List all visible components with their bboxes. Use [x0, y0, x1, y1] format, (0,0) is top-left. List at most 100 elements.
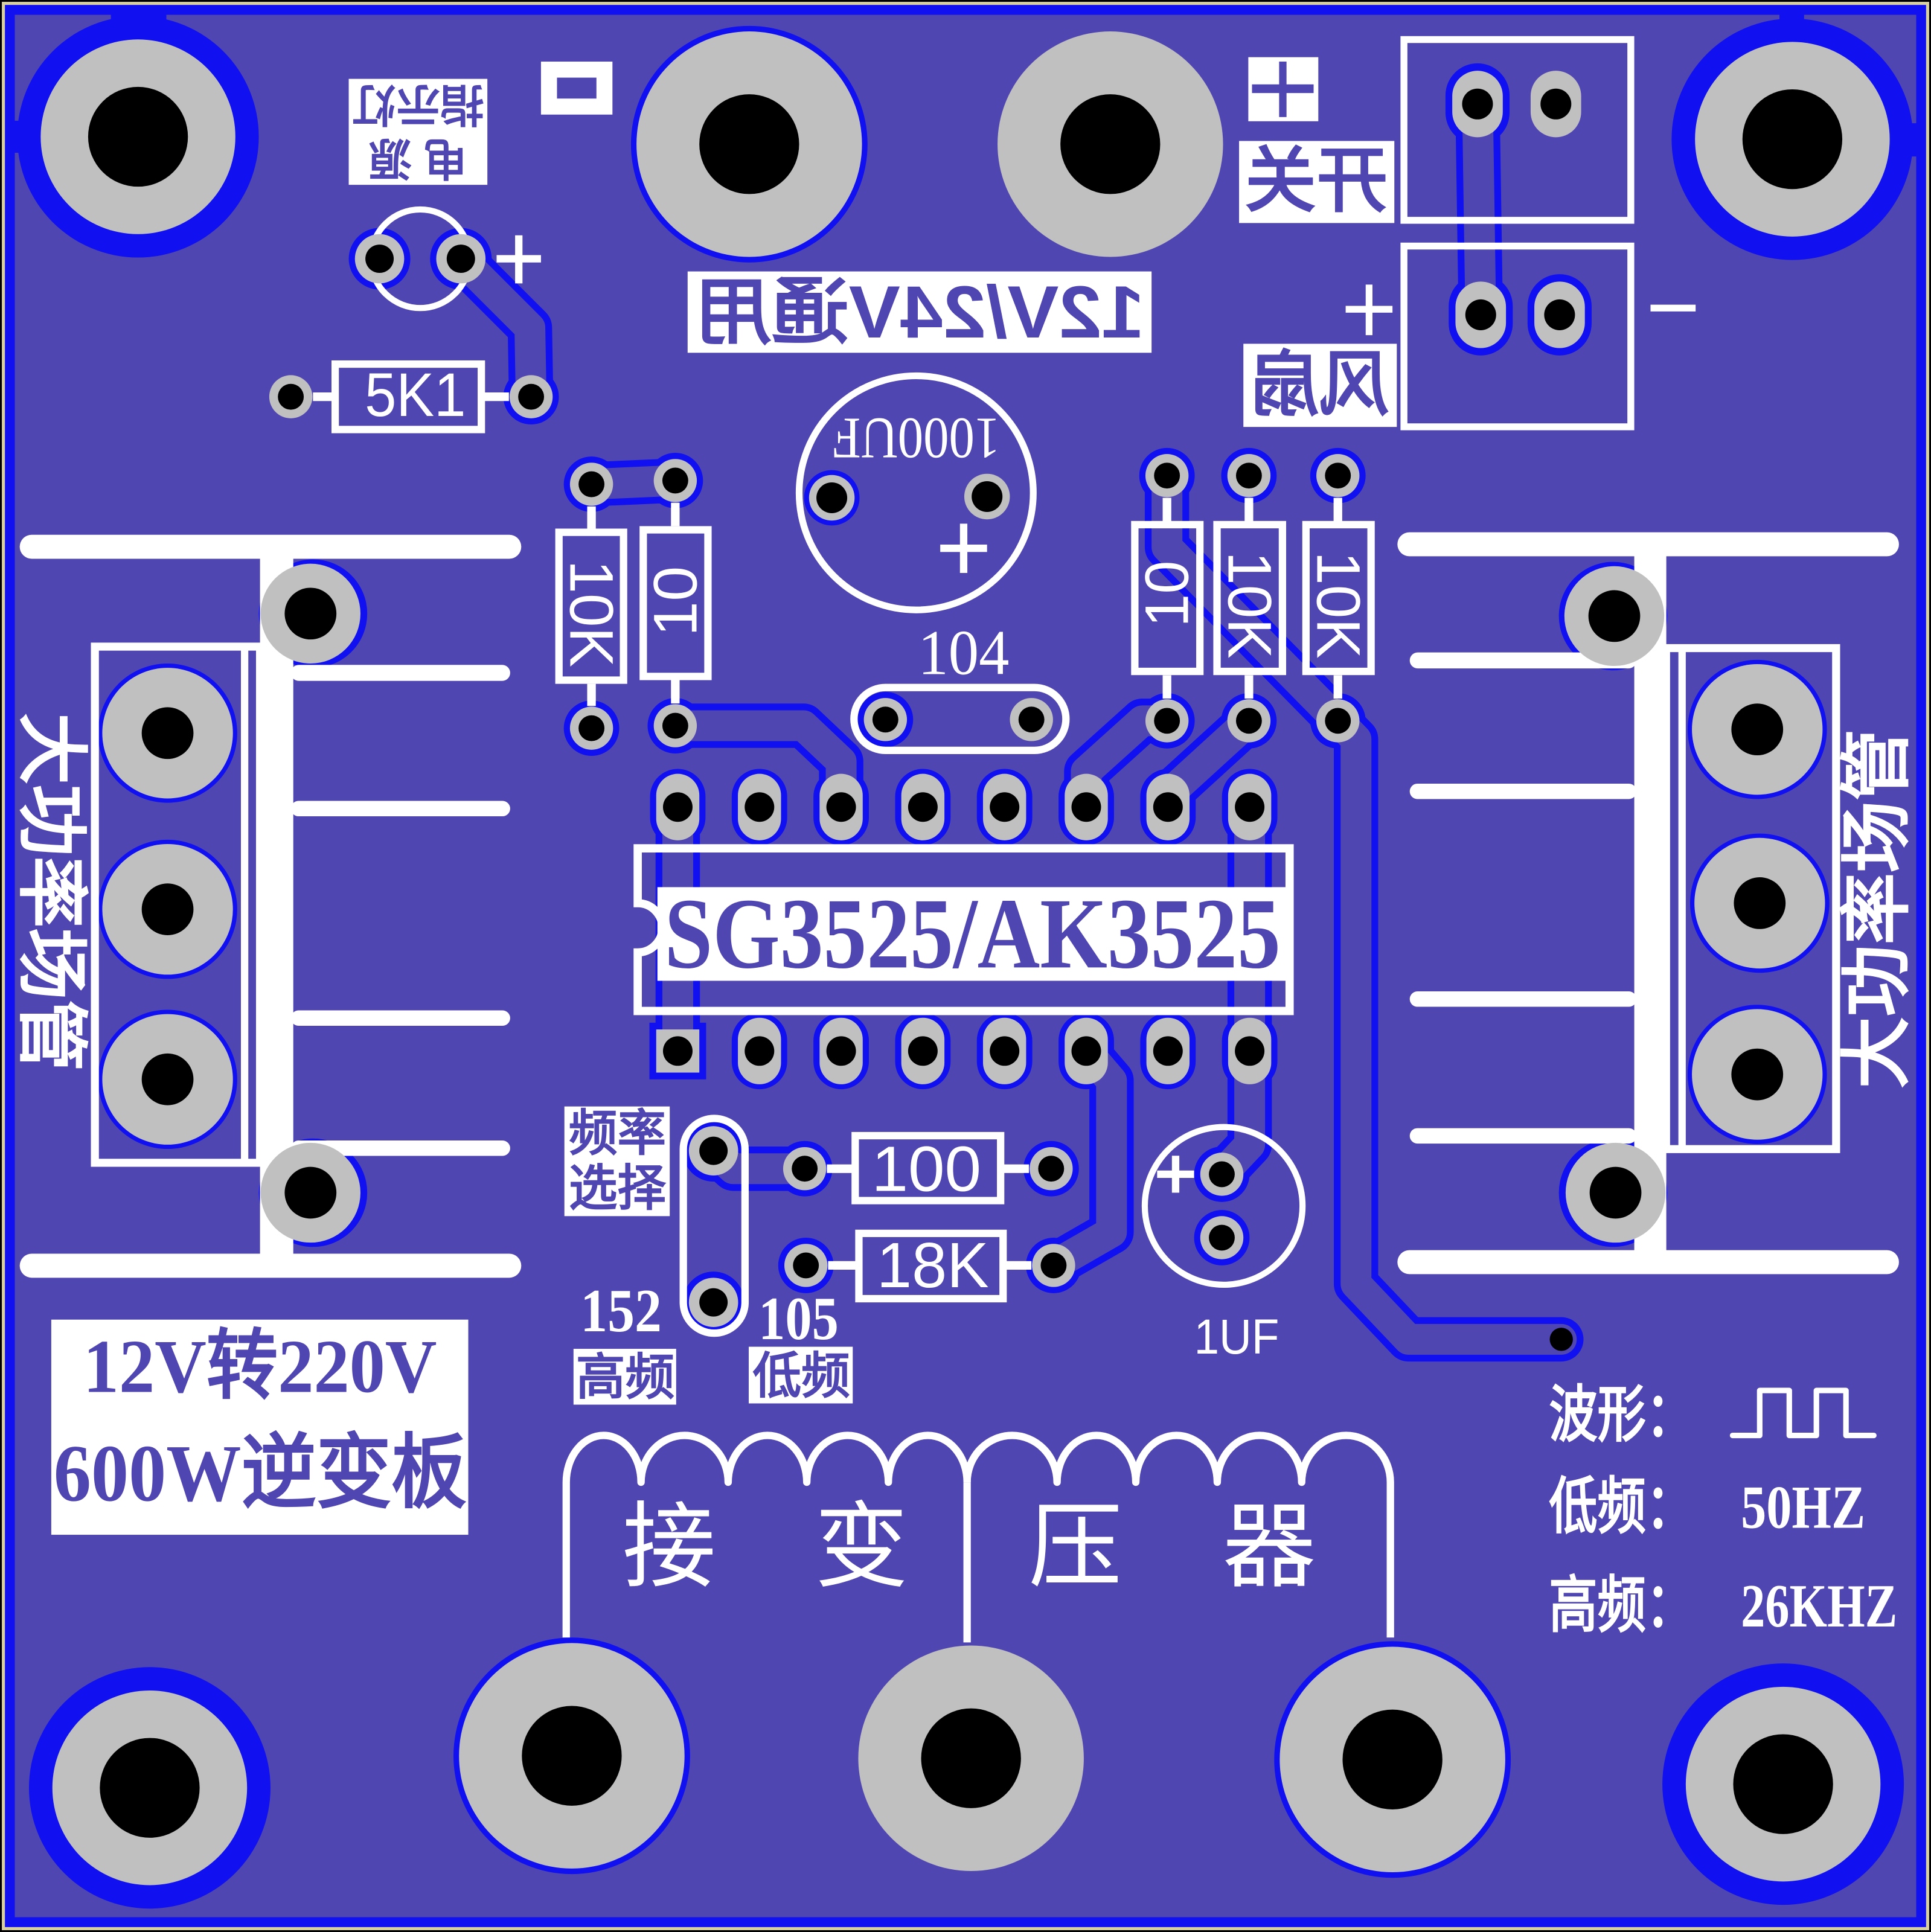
resistor-body	[1302, 520, 1375, 676]
switch-label-box	[1239, 141, 1395, 223]
transformer-label: 接 变 压 器	[623, 1495, 1316, 1599]
fan-label-text: 风扇	[1249, 345, 1390, 424]
heatsink-fin	[290, 1140, 510, 1156]
high-freq-label-box	[573, 1349, 676, 1405]
switch-label: 开关	[1239, 141, 1395, 223]
ic-pin-16	[656, 773, 700, 840]
power-indicator-label-line2: 指示灯	[352, 80, 484, 130]
transformer-label-char: 变	[815, 1495, 908, 1599]
resistor-pad	[1316, 454, 1360, 497]
power-indicator-label: 电 源 指示灯	[348, 78, 488, 185]
mounting-hole-top-right	[1695, 42, 1890, 237]
via-hole	[1549, 1328, 1573, 1351]
capacitor-outline	[795, 372, 1037, 613]
heatsink-bar	[1397, 532, 1899, 557]
heatsink-fin	[1409, 783, 1637, 799]
ic-pin-10	[1146, 773, 1190, 840]
switch-label-text: 开关	[1245, 141, 1388, 221]
mosfet-pad	[1692, 664, 1823, 795]
low-freq-spec-label: 低频：	[1549, 1473, 1694, 1541]
mosfet-pad	[1692, 1009, 1823, 1140]
waveform-label: 波形：	[1549, 1381, 1694, 1450]
input-power-pad	[998, 31, 1223, 257]
square-marker-inner	[557, 77, 597, 99]
resistor-pad	[653, 704, 697, 747]
ic-pin-14	[819, 773, 863, 840]
input-voltage-label: 12V/24V通用	[687, 270, 1152, 353]
input-voltage-text: 12V/24V通用	[695, 270, 1145, 353]
ic-pin-11	[1065, 773, 1108, 840]
resistor-body	[1213, 520, 1287, 676]
square-marker	[540, 62, 613, 115]
resistor-pad	[509, 375, 553, 418]
transformer-label-char: 接	[623, 1495, 716, 1599]
heatsink-mount-hole	[260, 1142, 360, 1243]
ic-label-box	[657, 887, 1293, 981]
silkscreen: 电 源 指示灯 5K1 12V/24V通用	[11, 36, 1917, 1643]
pads	[40, 31, 1890, 1886]
jumper-outline	[679, 1115, 749, 1337]
fan-connector-outline	[1400, 242, 1635, 430]
ic-pin-9	[1228, 773, 1272, 840]
resistor-value: 5K1	[365, 360, 466, 429]
capacitor-value: 104	[918, 617, 1009, 688]
resistor-pad	[1145, 699, 1189, 743]
resistor-pad	[569, 462, 613, 506]
heatsink-fin	[1409, 652, 1637, 669]
transformer-symbol	[562, 1431, 1394, 1643]
mosfet-left-label: 大功率场管	[11, 713, 91, 1072]
transformer-coil-left	[562, 1431, 971, 1638]
mosfet-pad	[1694, 837, 1825, 969]
high-freq-spec-label: 高频：	[1549, 1572, 1694, 1640]
fan-label-box	[1243, 344, 1397, 427]
resistor-pad	[569, 706, 613, 750]
led-plus-icon	[496, 235, 541, 284]
capacitor-pad	[1200, 1216, 1244, 1259]
input-power-pad	[636, 31, 862, 257]
ic-pin-2	[738, 1017, 781, 1084]
ic-pin-13	[901, 773, 945, 840]
fan-pad	[1455, 281, 1507, 348]
resistor-pad	[1227, 454, 1271, 497]
mosfet-package-outline	[1662, 644, 1840, 1153]
resistor-value: 100	[871, 1134, 981, 1205]
mounting-hole-top-left	[40, 39, 235, 234]
transformer-label-char: 压	[1028, 1495, 1122, 1599]
ic-pin-6	[1065, 1017, 1108, 1084]
resistor-left-10: 10	[639, 502, 712, 704]
resistor-5k1: 5K1	[313, 360, 509, 433]
resistor-right-10k-a: 10K	[1213, 497, 1287, 699]
resistor-right-10: 10	[1131, 497, 1204, 699]
resistor-pad	[1030, 1147, 1073, 1191]
resistor-body	[555, 528, 627, 684]
mosfet-pad	[102, 1014, 233, 1145]
frequency-select-label-line2: 选择	[569, 1161, 667, 1216]
capacitor-outline	[850, 683, 1070, 754]
low-freq-label-box	[749, 1346, 853, 1404]
switch-pad	[1452, 71, 1503, 138]
switch-connector-outline	[1400, 36, 1635, 224]
frequency-select-label-box	[564, 1106, 670, 1217]
ic-pin-7	[1146, 1017, 1190, 1084]
transformer-pad	[459, 1643, 685, 1869]
resistor-value: 10	[1133, 561, 1202, 627]
mounting-hole-bottom-right	[1685, 1686, 1881, 1882]
capacitor-pad	[1200, 1153, 1244, 1196]
capacitor-pad	[863, 698, 908, 741]
resistor-right-10k-b: 10K	[1302, 497, 1375, 699]
heatsink-spine	[1634, 553, 1667, 1256]
resistor-value: 10K	[557, 560, 626, 668]
resistor-pad	[1032, 1244, 1075, 1287]
low-freq-cap-value: 105	[758, 1285, 839, 1353]
resistor-100: 100	[827, 1131, 1030, 1205]
frequency-select-label-line1: 频率	[569, 1106, 666, 1161]
capacitor-pad	[809, 475, 855, 521]
capacitor-outline	[1141, 1124, 1306, 1288]
heatsink-mount-hole	[1564, 566, 1665, 667]
resistor-body	[1131, 520, 1204, 676]
heatsink-fin	[1409, 991, 1637, 1007]
resistor-pad	[269, 375, 313, 418]
high-freq-spec-value: 26KHZ	[1741, 1572, 1897, 1640]
fan-pad	[1534, 281, 1585, 348]
